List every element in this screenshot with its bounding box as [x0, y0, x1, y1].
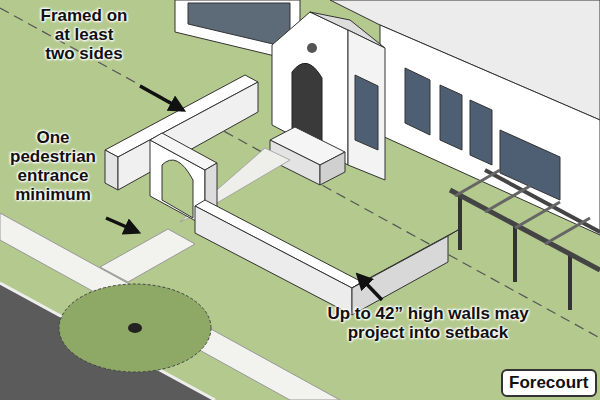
leader-arrows-part: [140, 86, 183, 110]
pergola-part: [450, 190, 600, 270]
leader-arrows-part: [358, 275, 382, 300]
entry-gable-part: [320, 152, 345, 185]
pergola-part: [455, 170, 500, 196]
pergola-part: [458, 195, 462, 250]
callout-label: Framed on at least two sides: [38, 6, 130, 63]
sidewalk: [0, 213, 340, 400]
street-part: [0, 283, 215, 400]
forecourt-walls: [105, 75, 458, 315]
pergola: [450, 170, 600, 310]
sidewalk-part: [100, 229, 195, 282]
forecourt-walls-part: [150, 133, 217, 170]
house-part: [405, 68, 430, 135]
pergola-part: [545, 218, 590, 244]
pergola-part: [513, 225, 517, 282]
tree-shadow-part: [59, 284, 211, 372]
callout-label: Up to 42” high walls may project into se…: [300, 304, 556, 342]
entry-gable-part: [307, 43, 317, 53]
forecourt-walls-part: [352, 236, 448, 315]
background-building-part: [188, 3, 290, 48]
forecourt-walls-part: [195, 206, 352, 315]
house-part: [500, 130, 560, 200]
entry-gable-part: [348, 30, 385, 180]
house-part: [470, 100, 492, 165]
forecourt-walls-part: [162, 160, 193, 218]
sidewalk-part: [0, 213, 340, 400]
forecourt-walls-part: [105, 150, 118, 190]
house-part: [380, 25, 600, 235]
pergola-part: [568, 255, 572, 310]
street: [0, 283, 215, 400]
pergola-part: [515, 202, 560, 228]
street-part: [0, 283, 215, 400]
leader-arrows-part: [106, 218, 138, 232]
callout-label: One pedestrian entrance minimum: [4, 128, 102, 204]
tag-text: Forecourt: [509, 373, 589, 393]
house-part: [440, 85, 462, 150]
entry-gable-part: [355, 75, 378, 150]
title-tag-box: Forecourt: [501, 369, 597, 397]
leader-arrows: [106, 86, 382, 300]
pergola-part: [485, 186, 530, 212]
tree-shadow: [59, 284, 211, 372]
tree-shadow-part: [128, 323, 142, 333]
